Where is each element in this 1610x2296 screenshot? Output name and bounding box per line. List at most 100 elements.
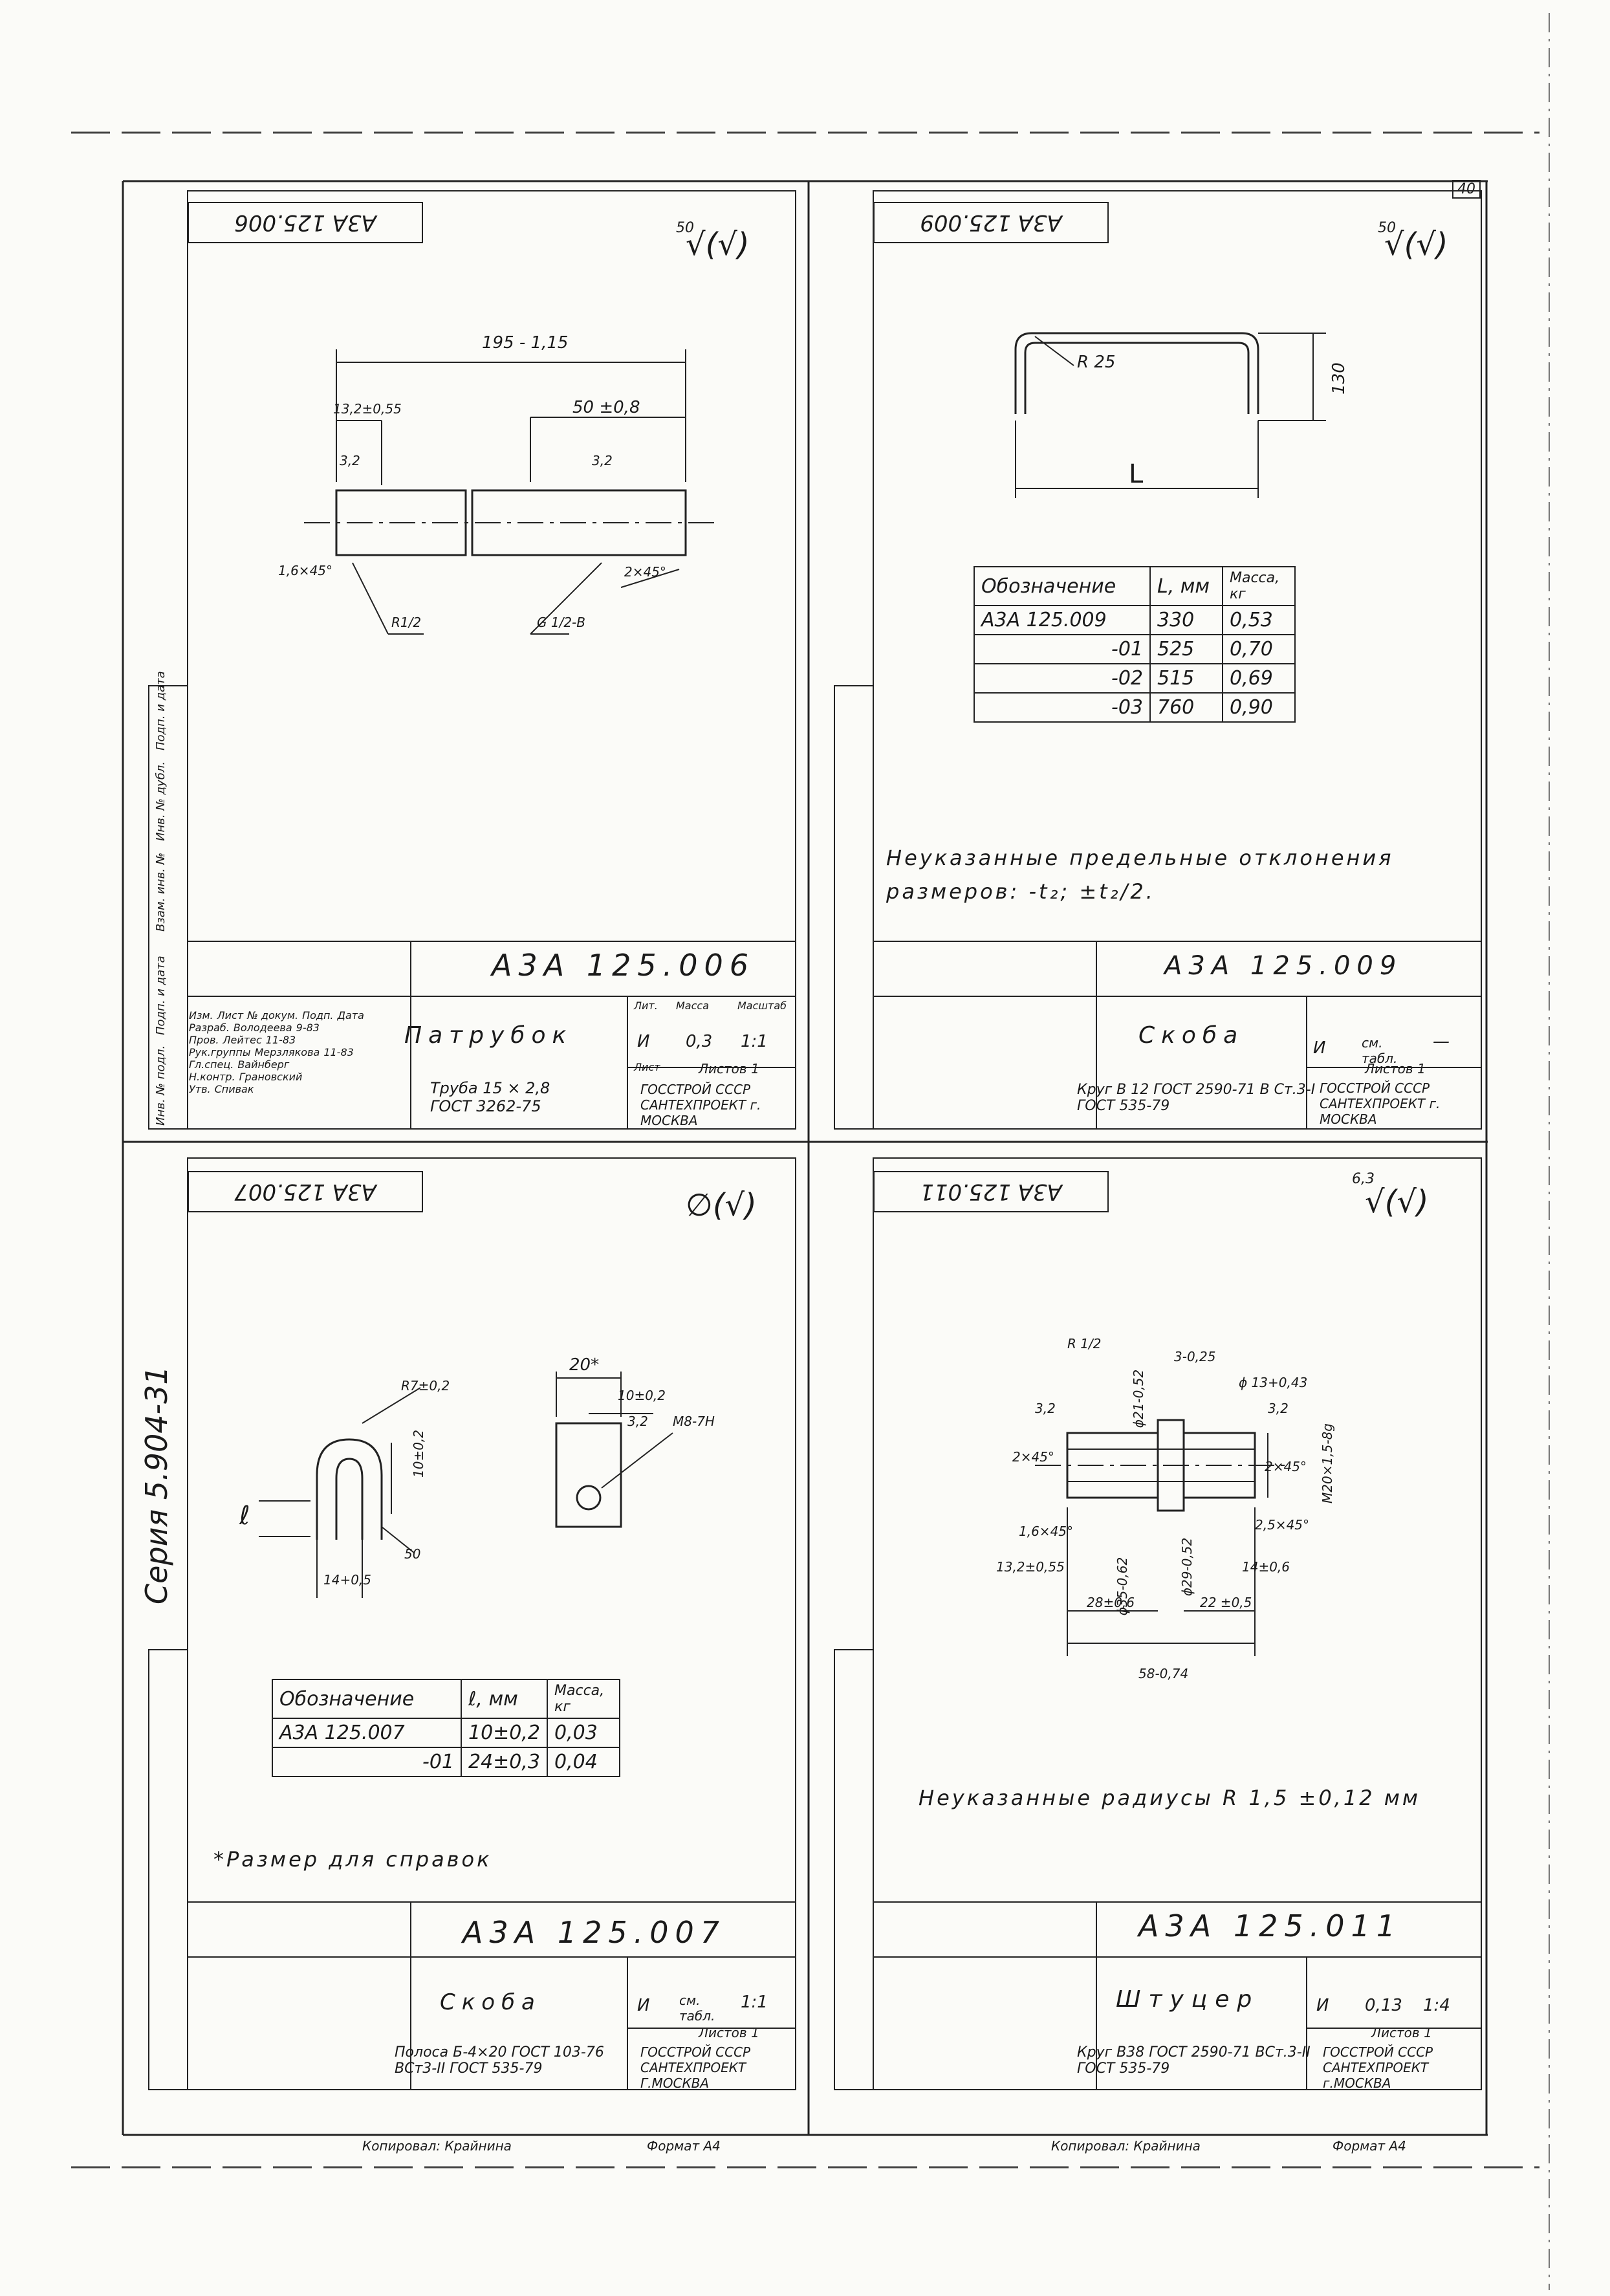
cell: 760 <box>1149 692 1223 723</box>
cell: А3А 125.009 <box>974 605 1151 635</box>
cell: 0,69 <box>1222 663 1296 694</box>
org: ГОССТРОЙ СССР САНТЕХПРОЕКТ г. МОСКВА <box>640 1082 761 1128</box>
stamp-cell: Гл.спец. <box>189 1058 234 1071</box>
cell: 0,04 <box>547 1747 621 1777</box>
dim-roughness: 50 <box>404 1546 421 1562</box>
part-scale: 1:4 <box>1423 1996 1450 2015</box>
part-material: Труба 15 × 2,8 ГОСТ 3262-75 <box>430 1079 550 1115</box>
cell: 515 <box>1149 663 1223 694</box>
dim-hole-pos: 10±0,2 <box>618 1388 666 1403</box>
label-scale: Масштаб <box>737 1000 787 1012</box>
part-mass: см. табл. <box>679 1993 715 2024</box>
dim-chamfer-b: 2×45° <box>624 564 666 580</box>
col-head: Масса, кг <box>1222 566 1296 606</box>
dim-radius: R7±0,2 <box>401 1378 450 1394</box>
col-head: ℓ, мм <box>460 1679 549 1719</box>
dim-chamfer-b: 2×45° <box>1265 1459 1307 1474</box>
cell: 10±0,2 <box>460 1718 549 1748</box>
footer-format: Формат А4 <box>647 2138 721 2154</box>
cell: 0,70 <box>1222 634 1296 664</box>
part-lit: И <box>637 1032 650 1051</box>
part-material: Круг В38 ГОСТ 2590-71 ВСт.3-II ГОСТ 535-… <box>1077 2044 1311 2077</box>
dim-height: 130 <box>1329 362 1349 395</box>
stamp-cell: Утв. <box>189 1083 211 1095</box>
dim-chamfer-a: 2×45° <box>1012 1449 1054 1465</box>
roughness-symbol: √(√) <box>1365 1184 1429 1220</box>
col-head: L, мм <box>1149 566 1223 606</box>
side-label: Инв. № подл. <box>154 1045 168 1126</box>
stamp-cell: Изм. <box>189 1009 213 1022</box>
dim-collar: 3-0,25 <box>1174 1349 1216 1364</box>
part-name: Штуцер <box>1116 1986 1260 2013</box>
dim-l: L <box>1129 459 1144 489</box>
part-material: Круг В 12 ГОСТ 2590-71 В Ст.3-I ГОСТ 535… <box>1077 1082 1316 1114</box>
stamp-cell: 11-83 <box>323 1046 354 1058</box>
stamp-row: Гл.спец.Вайнберг <box>189 1058 409 1071</box>
stamp-cell: Вайнберг <box>237 1058 290 1071</box>
dim-22: 22 ±0,5 <box>1200 1595 1252 1610</box>
dim-rough-a: 3,2 <box>340 453 360 468</box>
dim-l: ℓ <box>239 1501 250 1531</box>
part-material: Полоса Б-4×20 ГОСТ 103-76 ВСт3-II ГОСТ 5… <box>395 2044 604 2077</box>
dim-ref: 20* <box>569 1355 600 1375</box>
part-scale: 1:1 <box>741 1032 768 1051</box>
stamp-cell: 11-83 <box>265 1034 296 1046</box>
note: Неуказанные предельные отклонения размер… <box>886 846 1394 904</box>
dim-offset: 13,2±0,55 <box>333 401 402 417</box>
table-header: Обозначение ℓ, мм Масса, кг <box>272 1679 621 1719</box>
stamp-cell: Мерзлякова <box>254 1046 320 1058</box>
dim-hole: ϕ 13+0,43 <box>1239 1375 1308 1390</box>
stamp-cell: Грановский <box>239 1071 303 1083</box>
footer-copied: Копировал: Крайнина <box>362 2138 512 2154</box>
dim-rough-b: 3,2 <box>1268 1401 1289 1416</box>
roughness-symbol: √(√) <box>1384 226 1448 263</box>
note: *Размер для справок <box>213 1847 492 1872</box>
part-name: Скоба <box>440 1989 541 2015</box>
dim-length: 195 - 1,15 <box>482 333 569 353</box>
col-head: Масса, кг <box>547 1679 621 1719</box>
stamp-cell: Володеева <box>233 1022 292 1034</box>
sheets-count: Листов 1 <box>1365 1061 1426 1077</box>
cell: 525 <box>1149 634 1223 664</box>
stamp-cell: Лист <box>217 1009 244 1022</box>
sheet-code: А3А 125.007 <box>462 1915 726 1950</box>
stamp-cell: Лейтес <box>223 1034 262 1046</box>
label-mass: Масса <box>676 1000 710 1012</box>
part-name: Скоба <box>1138 1022 1245 1049</box>
dim-28: 28±0,6 <box>1087 1595 1135 1610</box>
dim-d29: ϕ29-0,52 <box>1179 1537 1195 1597</box>
stamp-cell: Н.контр. <box>189 1071 235 1083</box>
sheet-code: А3А 125.011 <box>1138 1908 1402 1943</box>
staple-drawing <box>1014 332 1326 498</box>
dim-thread-length: 50 ±0,8 <box>572 398 640 417</box>
sheets-count: Листов 1 <box>699 1061 759 1077</box>
part-lit: И <box>1313 1038 1326 1058</box>
cell: -01 <box>974 634 1151 664</box>
stamp-cell: Подп. <box>302 1009 334 1022</box>
part-mass: 0,13 <box>1365 1996 1402 2015</box>
side-label: Подп. и дата <box>154 956 168 1035</box>
part-lit: И <box>1316 1996 1329 2015</box>
stamp-cell: Рук.группы <box>189 1046 251 1058</box>
note: Неуказанные радиусы R 1,5 ±0,12 мм <box>919 1786 1421 1810</box>
part-scale: — <box>1433 1032 1450 1051</box>
sheet-code-rotated: А3А 125.006 <box>188 202 423 243</box>
dim-width: 10±0,2 <box>411 1429 427 1478</box>
sheet-code-rotated: А3А 125.009 <box>873 202 1109 243</box>
dim-58: 58-0,74 <box>1138 1666 1189 1681</box>
dim-radius: R 25 <box>1077 353 1116 372</box>
footer-copied: Копировал: Крайнина <box>1051 2138 1201 2154</box>
stamp-row: Утв.Спивак <box>189 1083 409 1095</box>
part-scale: 1:1 <box>741 1993 768 2012</box>
dim-d21: ϕ21-0,52 <box>1131 1369 1147 1428</box>
dim-thread-r: R1/2 <box>391 615 422 630</box>
sheet-code: А3А 125.009 <box>1164 951 1403 981</box>
cell: 0,03 <box>547 1718 621 1748</box>
